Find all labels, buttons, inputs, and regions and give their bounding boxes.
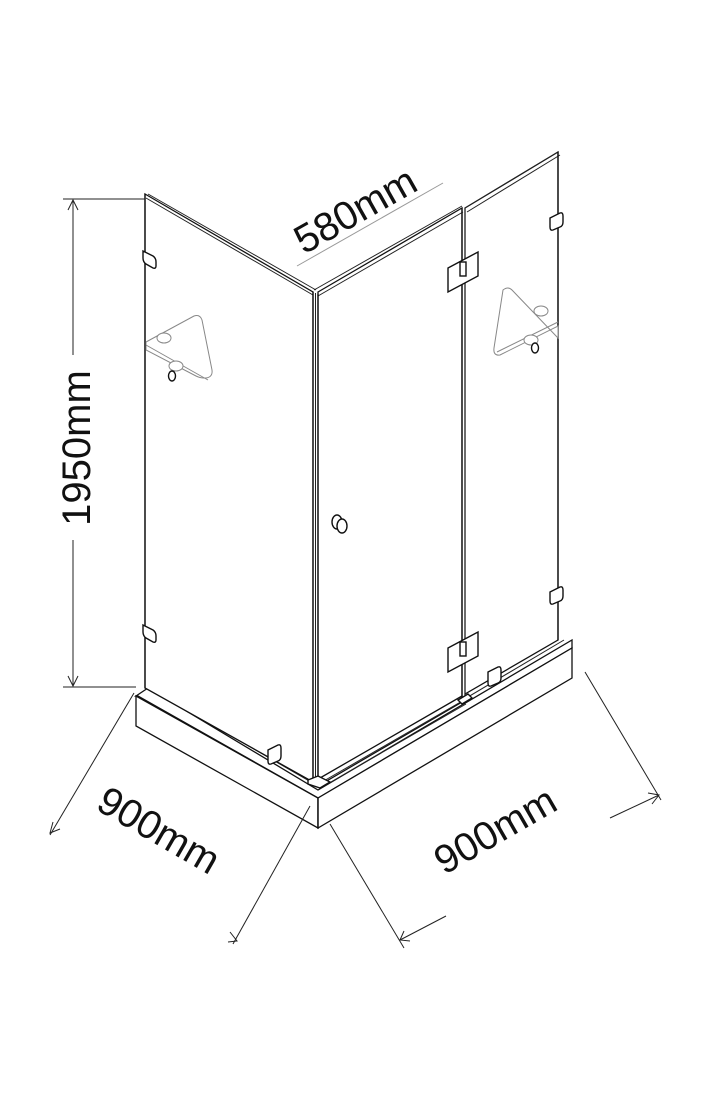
clamp-right-bottom (549, 586, 564, 605)
clamp-left-top (142, 249, 157, 269)
right-glass-panel (464, 150, 561, 696)
left-depth-label: 900mm (90, 778, 228, 883)
clamp-left-tray (267, 744, 282, 765)
shower-tray (133, 638, 573, 830)
door-hinge-bottom (447, 630, 479, 674)
clamp-right-tray (487, 666, 502, 687)
door-hinge-top (447, 250, 479, 294)
corner-shelf-right (493, 287, 559, 356)
clamp-right-top (549, 212, 564, 231)
clamp-left-bottom (142, 623, 157, 643)
corner-shelf-left (145, 315, 213, 382)
left-glass-panel (144, 192, 317, 784)
dimension-height: 1950mm (55, 198, 145, 688)
door-panel (307, 205, 474, 789)
right-width-label: 900mm (427, 778, 565, 883)
height-label: 1950mm (55, 370, 99, 526)
wall-clamps (142, 212, 564, 765)
door-knob (331, 514, 348, 534)
